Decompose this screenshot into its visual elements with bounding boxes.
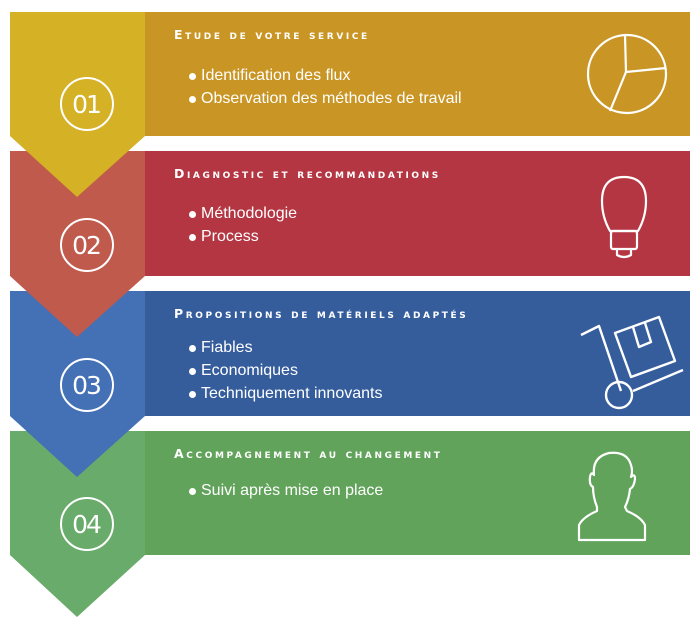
- list-item: Economiques: [189, 359, 382, 382]
- step-number-badge: 02: [60, 218, 114, 272]
- hand-truck-box-icon: [580, 315, 684, 410]
- step-title: Propositions de matériels adaptés: [174, 306, 469, 321]
- step-title: Diagnostic et recommandations: [174, 166, 441, 181]
- list-item: Fiables: [189, 336, 382, 359]
- step-4-band: Accompagnement au changement Suivi après…: [145, 431, 690, 555]
- user-silhouette-icon: [577, 451, 647, 542]
- light-bulb-icon: [600, 175, 648, 259]
- step-number-badge: 01: [60, 77, 114, 131]
- list-item: Identification des flux: [189, 64, 462, 87]
- step-items: Fiables Economiques Techniquement innova…: [189, 336, 382, 405]
- step-title: Accompagnement au changement: [174, 446, 443, 461]
- step-3-band: Propositions de matériels adaptés Fiable…: [145, 291, 690, 416]
- step-number-badge: 04: [60, 497, 114, 551]
- step-4-marker: 04: [10, 431, 145, 617]
- step-2-marker: 02: [10, 151, 145, 337]
- list-item: Méthodologie: [189, 202, 297, 225]
- step-1-marker: 01: [10, 12, 145, 197]
- step-items: Identification des flux Observation des …: [189, 64, 462, 110]
- step-title: Etude de votre service: [174, 27, 370, 42]
- list-item: Process: [189, 225, 297, 248]
- list-item: Techniquement innovants: [189, 382, 382, 405]
- list-item: Observation des méthodes de travail: [189, 87, 462, 110]
- step-2-band: Diagnostic et recommandations Méthodolog…: [145, 151, 690, 276]
- step-number-badge: 03: [60, 358, 114, 412]
- step-1-band: Etude de votre service Identification de…: [145, 12, 690, 136]
- list-item: Suivi après mise en place: [189, 479, 383, 502]
- step-items: Suivi après mise en place: [189, 479, 383, 502]
- step-items: Méthodologie Process: [189, 202, 297, 248]
- pie-chart-icon: [586, 33, 668, 115]
- step-3-marker: 03: [10, 291, 145, 477]
